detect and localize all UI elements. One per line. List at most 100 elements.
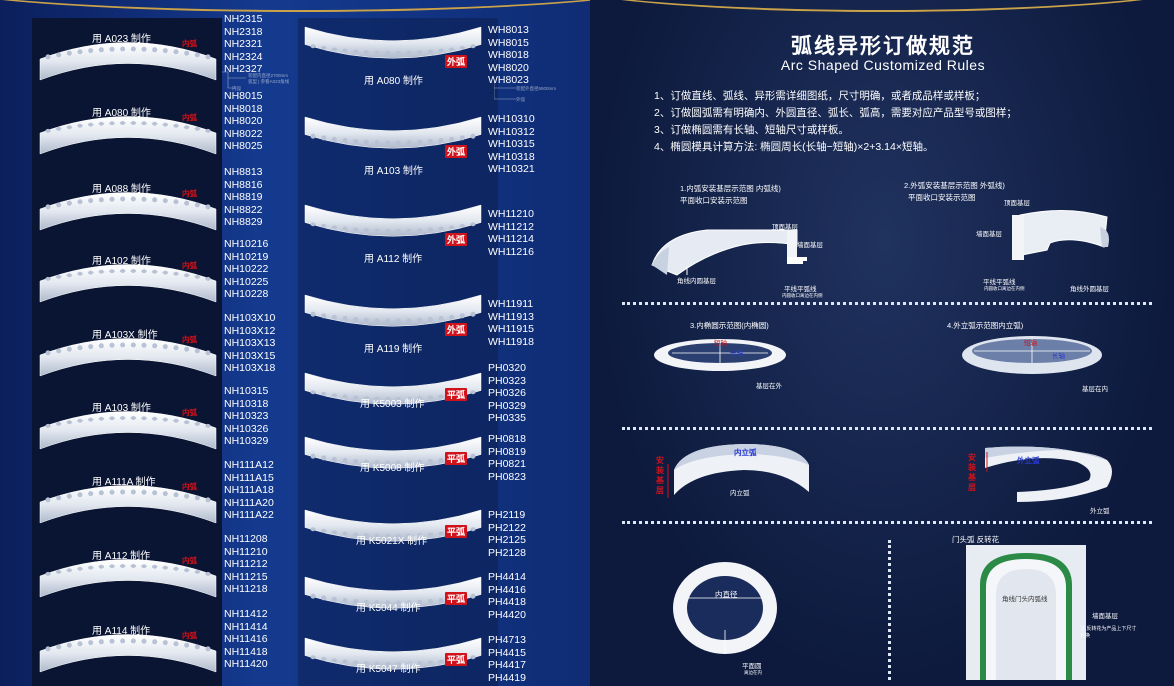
molding-image [39, 192, 217, 231]
model-code: PH0320 [488, 362, 526, 374]
molding-image [303, 432, 483, 487]
model-code: NH10329 [224, 435, 269, 448]
molding-image [303, 200, 483, 255]
model-code: WH11911 [488, 298, 534, 310]
model-code: NH10326 [224, 422, 269, 435]
label-long-axis: 长轴 [1052, 353, 1065, 360]
model-code: NH111A22 [224, 509, 274, 522]
model-code: PH4420 [488, 608, 526, 621]
arc-type-tag: 内弧 [182, 631, 197, 640]
outer-ellipse-diagram [962, 336, 1102, 374]
arc-type-tag: 内弧 [182, 408, 197, 417]
label-flat: 平线平弧线 [983, 279, 1016, 286]
model-code: NH111A18 [224, 484, 274, 497]
molding-image [303, 633, 483, 686]
arc-type-tag: 内弧 [182, 556, 197, 565]
arc-type-tag: 内弧 [182, 189, 197, 198]
label-flat: 平线平弧线 [784, 286, 817, 293]
model-code: WH11915 [488, 323, 534, 336]
molding-image [38, 618, 218, 683]
model-code: NH8020 [224, 115, 263, 128]
model-code: PH0323 [488, 374, 526, 387]
rule-item: 1、订做直线、弧线、异形需详细图纸，尺寸明确，或者成品样或样板； [654, 90, 986, 102]
molding-image [303, 112, 483, 167]
molding-image [38, 176, 218, 241]
model-code: WH8018 [488, 49, 529, 62]
arc-type-tag: 外弧 [445, 145, 468, 158]
model-code: PH0821 [488, 458, 526, 471]
molding-image [38, 543, 218, 608]
molding-image [39, 42, 217, 81]
label-arc: 内立弧 [734, 448, 757, 457]
model-code: WH10312 [488, 125, 535, 138]
model-code: PH0823 [488, 470, 526, 483]
molding-label: 用 K5008 制作 [360, 463, 425, 474]
model-code: PH4414 [488, 571, 526, 583]
model-code: NH10222 [224, 263, 269, 276]
arc-type-tag: 平弧 [445, 653, 468, 666]
model-code: PH0819 [488, 445, 526, 458]
label-short-axis: 短轴 [1024, 340, 1037, 347]
model-code: NH111A12 [224, 459, 274, 471]
arc-type-tag: 内弧 [182, 335, 197, 344]
label-wall: 墙面基层 [976, 231, 1002, 238]
model-code: PH4713 [488, 634, 526, 646]
molding-image [39, 264, 217, 303]
inner-standing-arc-diagram [667, 444, 809, 498]
model-code: PH0335 [488, 412, 526, 425]
model-code: WH10310 [488, 113, 535, 125]
molding-image [304, 204, 482, 237]
section-divider [888, 540, 891, 680]
molding-label: 用 A103 制作 [364, 166, 423, 177]
model-code: NH10216 [224, 238, 269, 250]
label-note: 内圆收口离边在内侧 [984, 286, 1025, 291]
molding-label: 用 A111A 制作 [92, 477, 156, 488]
arc-type-tag: 内弧 [182, 482, 197, 491]
diagram-title: 门头弧 反转花 [952, 535, 1000, 544]
size-note: 外弧 [516, 97, 525, 102]
label-bottom: 平面圆 [742, 663, 762, 670]
rule-item: 2、订做圆弧需有明确内、外圆直径、弧长、弧高，需要对应产品型号或图样； [654, 107, 1017, 119]
model-code: NH8018 [224, 102, 263, 115]
model-code: PH4417 [488, 659, 526, 672]
model-code: NH11416 [224, 633, 268, 646]
molding-image [304, 294, 482, 327]
model-code: NH2327 [224, 63, 263, 76]
model-code: NH2321 [224, 38, 263, 51]
model-code: NH103X12 [224, 324, 276, 337]
diagram-subtitle: 平面收口安装示范图 [680, 196, 748, 205]
arc-type-tag: 内弧 [182, 261, 197, 270]
model-code: WH8020 [488, 61, 529, 74]
model-code: WH11216 [488, 245, 534, 258]
outer-arc-install-diagram [1012, 210, 1109, 260]
size-note: 内弧 [232, 86, 241, 91]
side-label: 安装基层 [656, 456, 664, 495]
model-code: NH11215 [224, 570, 268, 583]
diagram-title: 3.内椭圆示范图(内椭圆) [690, 321, 769, 330]
model-code: PH2122 [488, 521, 526, 534]
model-code: WH10315 [488, 138, 535, 151]
model-code: NH2324 [224, 50, 263, 63]
page-title: 弧线异形订做规范 [791, 35, 975, 58]
arc-type-tag: 平弧 [445, 592, 468, 605]
model-code: PH0326 [488, 387, 526, 400]
model-code: PH4415 [488, 646, 526, 659]
molding-label: 用 K5003 制作 [360, 399, 425, 410]
molding-label: 用 A023 制作 [92, 34, 151, 45]
rules-panel: 弧线异形订做规范 Arc Shaped Customized Rules 1、订… [592, 0, 1174, 686]
model-code: PH0329 [488, 399, 526, 412]
section-divider [622, 427, 1152, 430]
molding-image [304, 436, 482, 469]
arc-type-tag: 内弧 [182, 39, 197, 48]
molding-image [39, 634, 217, 673]
model-code: NH8025 [224, 140, 263, 153]
model-code: NH11412 [224, 608, 268, 620]
door-arch-diagram [966, 545, 1086, 680]
